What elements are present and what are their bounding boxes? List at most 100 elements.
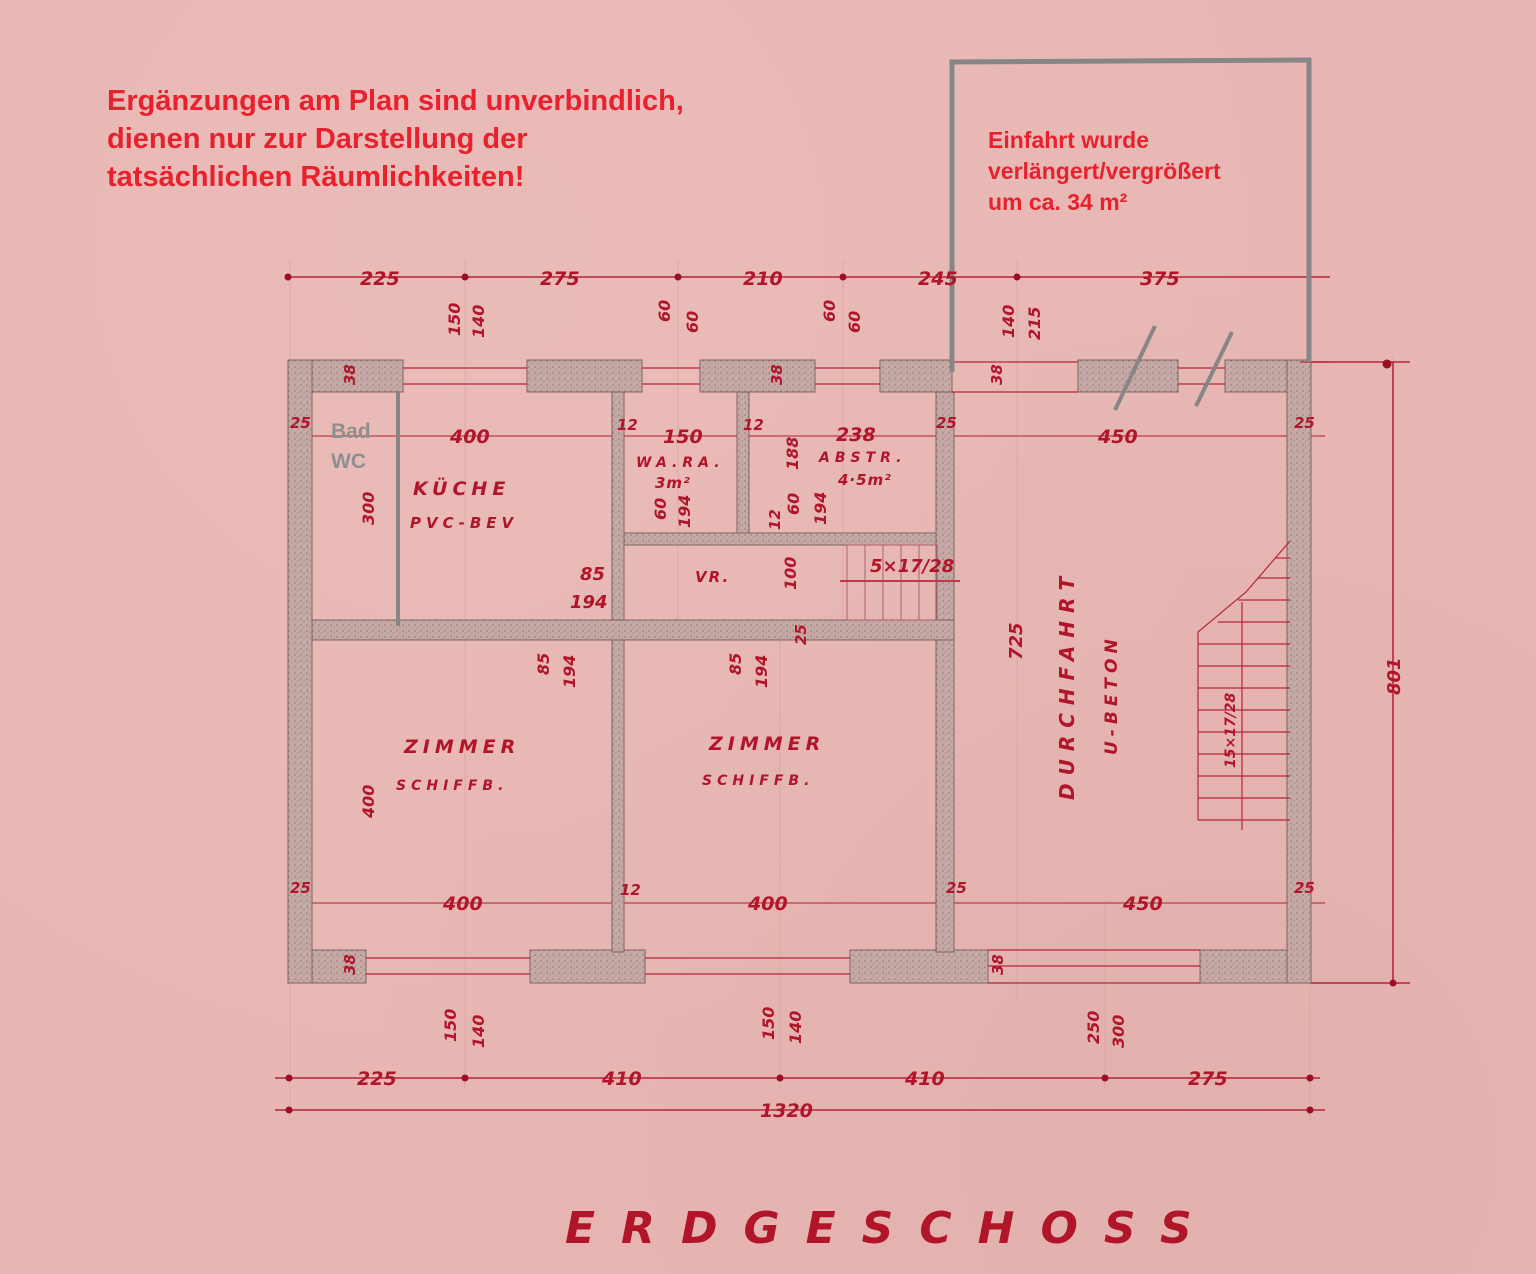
svg-text:60: 60	[845, 311, 864, 333]
dim-top-2: 275	[540, 268, 580, 290]
svg-text:12: 12	[620, 881, 641, 899]
svg-text:194: 194	[752, 655, 771, 688]
svg-text:25: 25	[1294, 879, 1315, 897]
svg-text:150: 150	[663, 426, 703, 448]
svg-text:300: 300	[1109, 1015, 1128, 1048]
svg-text:60: 60	[820, 300, 839, 322]
svg-text:188: 188	[783, 437, 802, 470]
svg-text:215: 215	[1025, 307, 1044, 340]
upper-stair-label: 5×17/28	[870, 556, 954, 577]
bottom-dimension-labels: 225 410 410 275 1320	[357, 1068, 1228, 1122]
svg-text:100: 100	[781, 557, 800, 590]
svg-text:725: 725	[1006, 622, 1027, 660]
svg-text:12: 12	[617, 416, 638, 434]
svg-text:194: 194	[675, 495, 694, 528]
disclaimer-line-2: dienen nur zur Darstellung der	[107, 123, 528, 155]
room-wara: WA.RA.	[636, 455, 725, 471]
room-zimmer-1: ZIMMER	[403, 736, 520, 758]
svg-text:400: 400	[442, 893, 483, 915]
extension-line-2: verlängert/vergrößert	[988, 158, 1221, 184]
room-dimension-labels: 300 400 60 194 60 194 188 85 194 100 85 …	[359, 437, 1405, 819]
bath-label: Bad	[331, 420, 371, 443]
inner-dimension-labels: 400 150 238 450 400 400 450	[442, 424, 1163, 915]
room-labels: KÜCHE PVC-BEV WA.RA. 3m² ABSTR. 4·5m² VR…	[396, 450, 1122, 800]
upper-stair	[840, 544, 960, 621]
dim-top-5: 375	[1140, 268, 1180, 290]
svg-text:194: 194	[570, 592, 608, 613]
dim-top-3: 210	[743, 268, 783, 290]
room-zimmer-2-floor: SCHIFFB.	[702, 773, 814, 789]
gate-mark-left	[1113, 325, 1157, 411]
svg-text:60: 60	[784, 493, 803, 515]
main-stair	[1197, 540, 1291, 830]
dimension-lines	[275, 276, 1410, 1111]
svg-text:38: 38	[341, 954, 359, 975]
top-opening-labels: 150 140 60 60 60 60 140 215	[445, 300, 1044, 340]
gate-mark-right	[1194, 331, 1234, 407]
room-abstr: ABSTR.	[818, 450, 907, 466]
room-kueche-floor: PVC-BEV	[410, 514, 518, 532]
svg-text:238: 238	[836, 424, 876, 446]
disclaimer-note: Ergänzungen am Plan sind unverbindlich, …	[107, 82, 684, 196]
disclaimer-line-3: tatsächlichen Räumlichkeiten!	[107, 161, 525, 193]
svg-text:140: 140	[469, 1015, 488, 1048]
dimension-ticks	[284, 273, 1397, 1114]
svg-text:60: 60	[651, 498, 670, 520]
svg-text:194: 194	[811, 492, 830, 525]
dim-bottom-total: 1320	[760, 1100, 813, 1122]
svg-text:250: 250	[1084, 1011, 1103, 1044]
dim-top-4: 245	[918, 268, 958, 290]
svg-text:25: 25	[946, 879, 967, 897]
svg-text:25: 25	[936, 414, 957, 432]
room-wara-area: 3m²	[655, 474, 691, 492]
svg-text:85: 85	[726, 653, 745, 675]
dim-top-1: 225	[360, 268, 400, 290]
main-stair-label: 15×17/28	[1223, 692, 1239, 768]
svg-text:12: 12	[766, 509, 784, 530]
wc-label: WC	[331, 450, 366, 473]
room-kueche: KÜCHE	[413, 476, 510, 500]
svg-text:85: 85	[534, 653, 553, 675]
svg-text:300: 300	[359, 492, 378, 525]
plan-title: ERDGESCHOSS	[565, 1203, 1218, 1254]
dim-bottom-2: 410	[601, 1068, 642, 1090]
svg-text:60: 60	[683, 311, 702, 333]
svg-text:25: 25	[290, 414, 311, 432]
room-zimmer-2: ZIMMER	[708, 733, 825, 755]
window-openings	[366, 361, 1330, 984]
svg-text:400: 400	[359, 785, 378, 819]
svg-text:400: 400	[449, 426, 490, 448]
svg-text:38: 38	[768, 364, 786, 385]
svg-text:60: 60	[655, 300, 674, 322]
disclaimer-line-1: Ergänzungen am Plan sind unverbindlich,	[107, 85, 684, 117]
svg-text:38: 38	[989, 954, 1007, 975]
wall-thickness-labels: 38 38 38 38 38 25 12 12 25 25 25 12 25 2…	[290, 364, 1315, 975]
room-zimmer-1-floor: SCHIFFB.	[396, 778, 508, 794]
svg-text:801: 801	[1384, 657, 1405, 695]
svg-text:150: 150	[445, 303, 464, 336]
svg-text:38: 38	[988, 364, 1006, 385]
room-abstr-area: 4·5m²	[837, 471, 892, 489]
dim-bottom-3: 410	[904, 1068, 945, 1090]
room-durchfahrt-floor: U-BETON	[1102, 634, 1122, 755]
extension-line-3: um ca. 34 m²	[988, 189, 1128, 215]
dim-bottom-4: 275	[1188, 1068, 1228, 1090]
bottom-opening-labels: 150 140 150 140 250 300	[441, 1007, 1128, 1048]
dim-bottom-1: 225	[357, 1068, 397, 1090]
svg-text:400: 400	[747, 893, 788, 915]
room-vr: VR.	[695, 568, 730, 586]
svg-text:150: 150	[441, 1009, 460, 1042]
svg-text:25: 25	[792, 624, 810, 645]
svg-text:150: 150	[759, 1007, 778, 1040]
svg-text:140: 140	[786, 1011, 805, 1044]
svg-text:194: 194	[560, 655, 579, 688]
room-durchfahrt: DURCHFAHRT	[1055, 569, 1079, 800]
svg-text:140: 140	[999, 305, 1018, 338]
svg-text:450: 450	[1122, 893, 1163, 915]
svg-text:25: 25	[290, 879, 311, 897]
svg-text:12: 12	[743, 416, 764, 434]
svg-text:38: 38	[341, 364, 359, 385]
extension-line-1: Einfahrt wurde	[988, 127, 1150, 153]
extension-outline	[949, 57, 1312, 372]
